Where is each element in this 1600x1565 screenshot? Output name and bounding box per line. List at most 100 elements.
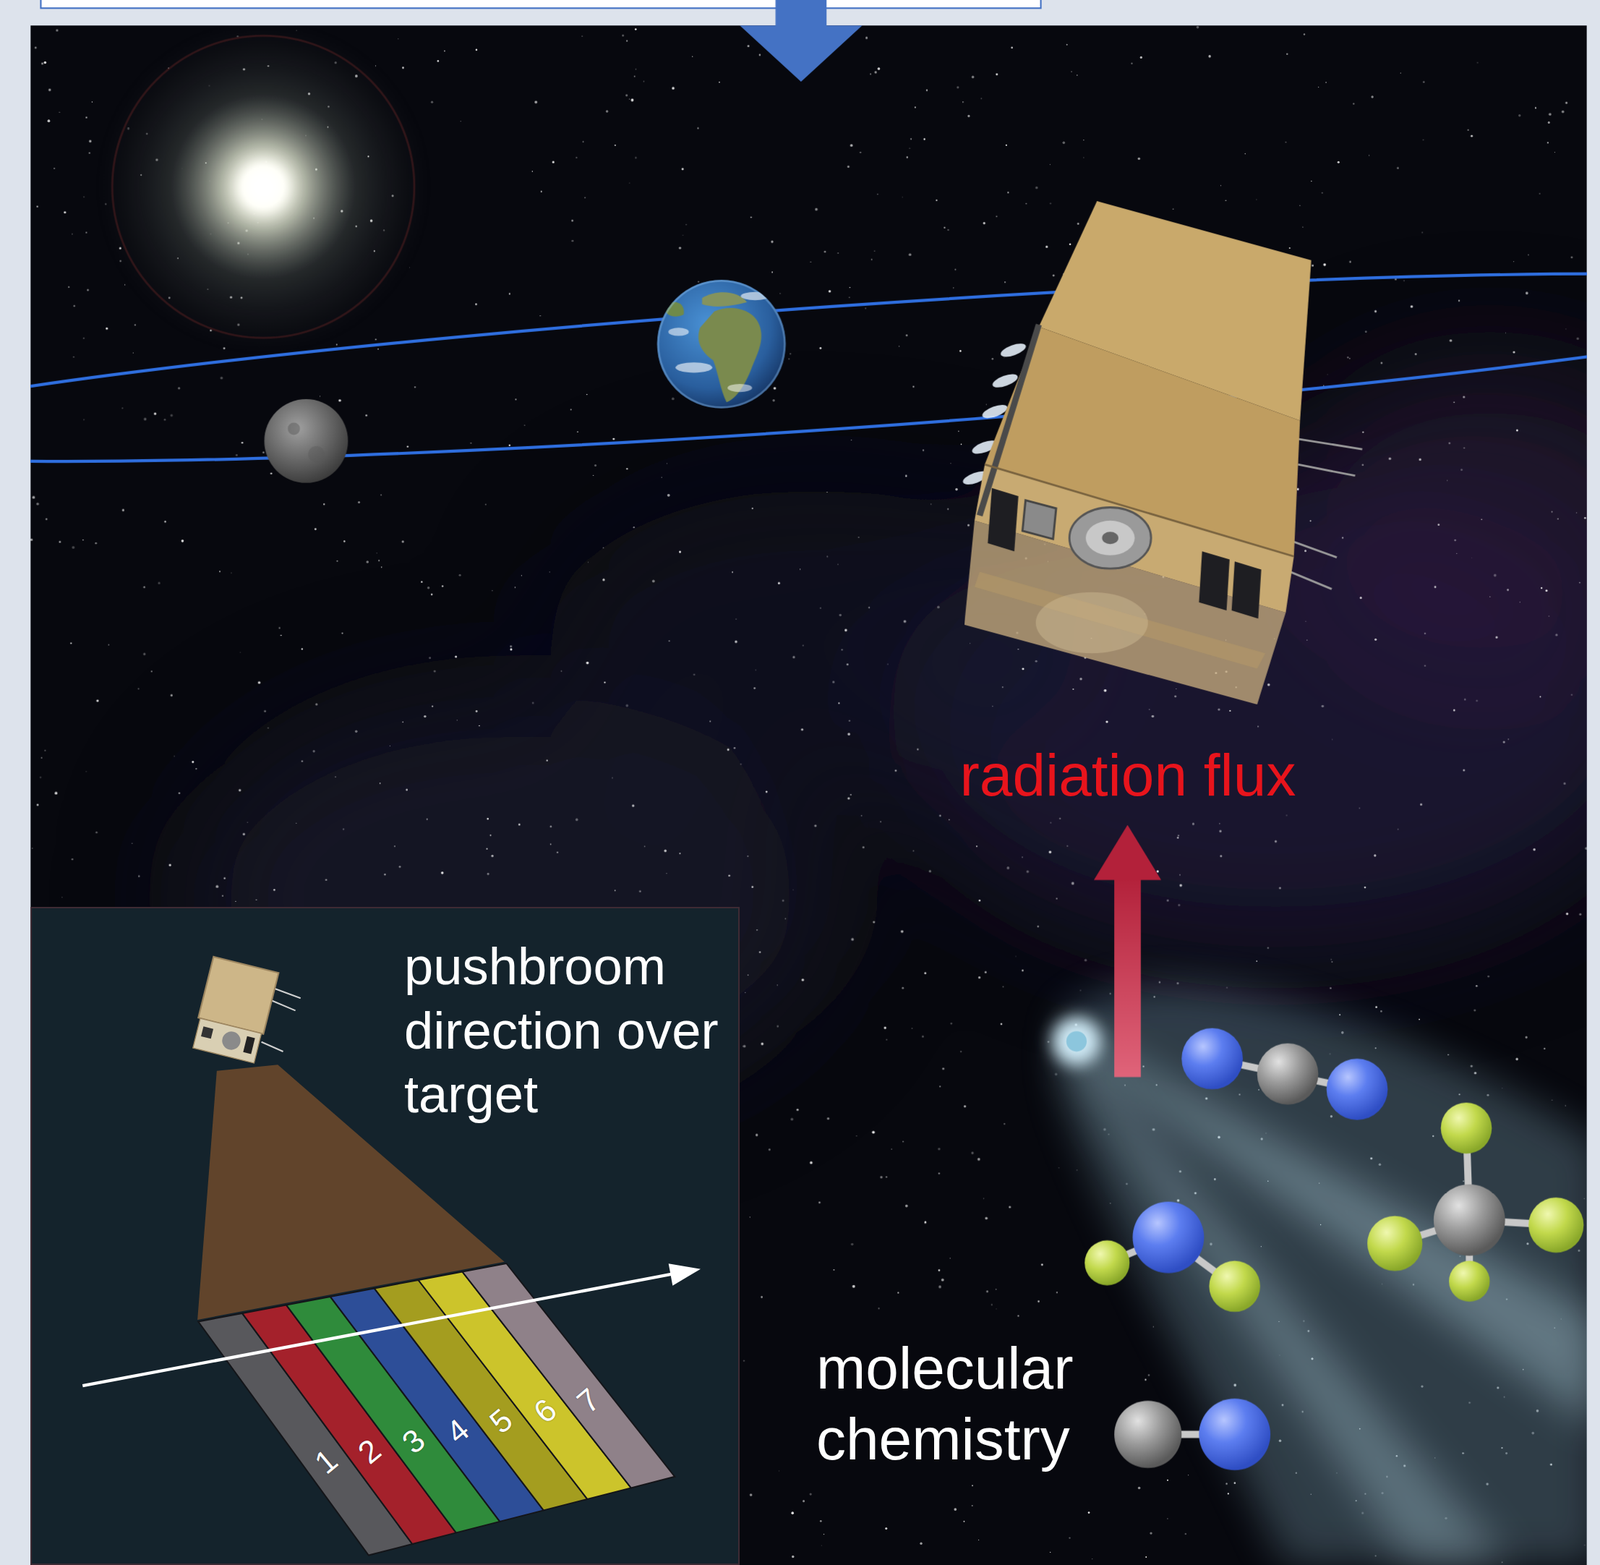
star (1166, 1479, 1169, 1481)
star (922, 449, 924, 452)
star (430, 100, 434, 103)
star (678, 550, 682, 554)
star (819, 1519, 823, 1522)
star (744, 991, 746, 993)
star (1493, 574, 1497, 577)
star (1331, 960, 1333, 963)
star (634, 75, 636, 78)
star (759, 950, 761, 953)
star (487, 872, 490, 875)
star (561, 670, 563, 672)
star (983, 221, 986, 225)
star (963, 1520, 966, 1522)
star (1017, 1314, 1019, 1316)
star (916, 748, 919, 751)
star (939, 814, 941, 817)
star (832, 1268, 835, 1271)
star (460, 120, 462, 122)
star (122, 508, 125, 512)
star (1311, 264, 1314, 267)
star (1083, 139, 1084, 141)
star (621, 34, 624, 37)
star (315, 702, 318, 705)
star (240, 651, 241, 653)
star (950, 1022, 953, 1025)
star (1539, 193, 1540, 194)
star (802, 1499, 805, 1502)
star (756, 929, 758, 931)
star (1352, 102, 1355, 105)
star (1184, 1532, 1188, 1535)
star (576, 430, 579, 433)
star (919, 1542, 922, 1545)
star (230, 572, 232, 574)
star (602, 547, 605, 549)
star (319, 395, 321, 397)
star (456, 719, 458, 721)
star (1374, 310, 1377, 313)
star (273, 888, 276, 891)
star (1267, 683, 1271, 687)
star (532, 702, 535, 705)
star (1072, 688, 1075, 690)
star (1055, 897, 1058, 899)
star (1002, 985, 1005, 987)
star (433, 670, 436, 673)
star (801, 728, 804, 731)
star (770, 240, 773, 243)
star (809, 1492, 812, 1495)
star (556, 851, 559, 854)
star (143, 586, 146, 589)
star (884, 1026, 887, 1029)
star (575, 156, 577, 159)
star (540, 190, 543, 193)
star (550, 825, 553, 828)
star (1487, 975, 1490, 978)
star (1548, 112, 1552, 116)
star (611, 777, 614, 779)
star (859, 151, 862, 154)
star (1422, 138, 1425, 141)
star (971, 75, 974, 79)
star (85, 116, 87, 118)
star (48, 88, 52, 92)
star (86, 770, 87, 772)
star (796, 1108, 799, 1111)
star (978, 976, 981, 979)
star (626, 39, 628, 42)
star (67, 286, 70, 288)
star (1513, 351, 1516, 354)
star (1310, 180, 1312, 182)
star (898, 345, 900, 347)
star (1049, 822, 1052, 824)
star (334, 775, 337, 778)
star (1177, 834, 1180, 836)
star (1539, 695, 1541, 697)
star (1174, 695, 1177, 698)
star (1068, 1536, 1071, 1538)
star (785, 918, 786, 919)
star (312, 749, 315, 752)
star (1066, 44, 1068, 46)
star (991, 705, 993, 707)
star (1418, 1018, 1420, 1021)
star (639, 890, 642, 893)
star (960, 443, 963, 446)
star (1518, 114, 1521, 117)
star (34, 46, 37, 50)
star (414, 386, 416, 388)
star (238, 788, 241, 791)
star (1179, 874, 1181, 876)
star (947, 508, 949, 510)
star (164, 520, 167, 523)
star (1563, 782, 1566, 785)
star (1025, 203, 1028, 205)
star (280, 634, 282, 637)
star (848, 296, 851, 298)
sun (94, 25, 432, 355)
star (1448, 441, 1451, 444)
star (549, 571, 551, 572)
star (571, 240, 574, 242)
star (697, 281, 700, 283)
